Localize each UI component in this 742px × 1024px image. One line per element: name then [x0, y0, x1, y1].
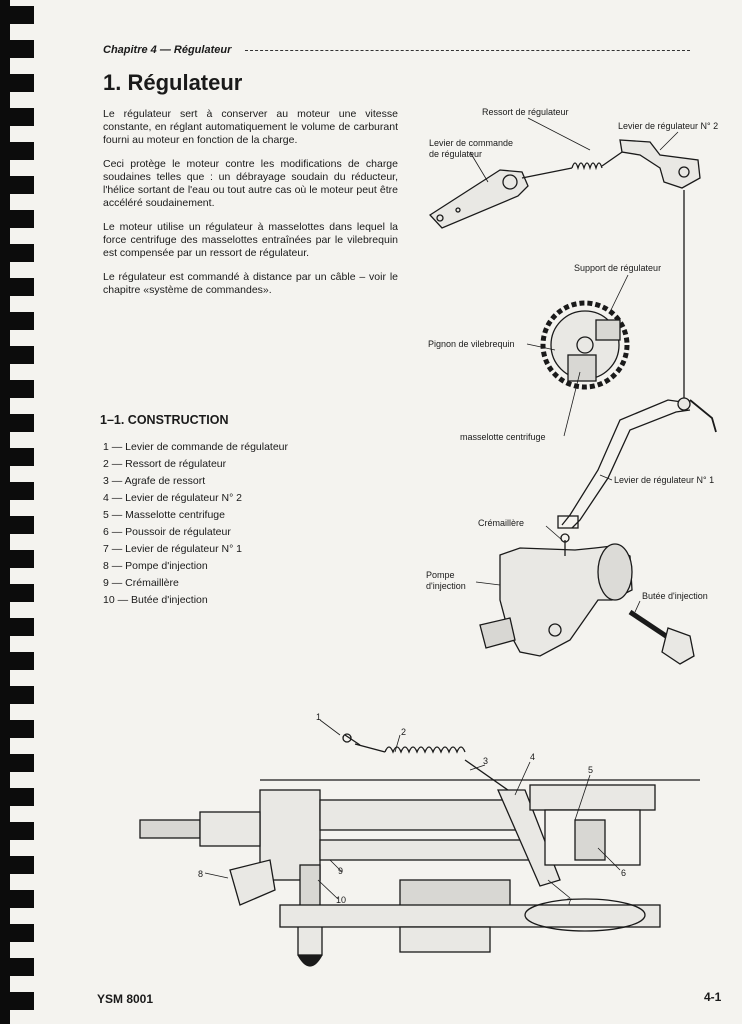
- label-centrifugal-weight: masselotte centrifuge: [460, 432, 546, 442]
- binding-hole: [10, 550, 34, 568]
- list-item: 3 — Agrafe de ressort: [103, 475, 206, 487]
- header-rule: [245, 50, 690, 51]
- binding-hole: [10, 924, 34, 942]
- footer-manual-code: YSM 8001: [97, 992, 154, 1006]
- binding-hole: [10, 176, 34, 194]
- callout-number: 6: [621, 868, 627, 878]
- section-title: 1–1. CONSTRUCTION: [100, 413, 229, 427]
- binding-hole: [10, 822, 34, 840]
- callout-number: 7: [567, 897, 573, 907]
- spiral-binding: [0, 0, 34, 1024]
- callout-number: 9: [338, 866, 344, 876]
- lever-no2-drawing: [619, 139, 701, 398]
- binding-hole: [10, 686, 34, 704]
- binding-hole: [10, 414, 34, 432]
- list-item: 10 — Butée d'injection: [103, 594, 208, 606]
- intro-text: Le régulateur sert à conserver au moteur…: [103, 108, 398, 308]
- binding-hole: [10, 278, 34, 296]
- label-control-lever: Levier de commande de régulateur: [429, 138, 514, 159]
- label-lever-no1: Levier de régulateur N° 1: [614, 475, 715, 485]
- binding-hole: [10, 74, 34, 92]
- list-item: 7 — Levier de régulateur N° 1: [103, 543, 243, 555]
- callout-number: 2: [401, 727, 407, 737]
- page-title: 1. Régulateur: [103, 70, 243, 95]
- label-injection-pump: Pompe d'injection: [426, 570, 466, 591]
- binding-hole: [10, 890, 34, 908]
- intro-paragraph: Le régulateur est commandé à distance pa…: [103, 271, 398, 296]
- label-rack: Crémaillère: [478, 518, 525, 528]
- intro-paragraph: Le régulateur sert à conserver au moteur…: [103, 108, 398, 146]
- list-item: 2 — Ressort de régulateur: [103, 458, 227, 470]
- list-item: 6 — Poussoir de régulateur: [103, 526, 231, 538]
- governor-spring-drawing: [571, 149, 626, 171]
- binding-hole: [10, 516, 34, 534]
- binding-hole: [10, 6, 34, 24]
- binding-hole: [10, 856, 34, 874]
- label-crankshaft-gear: Pignon de vilebrequin: [428, 339, 515, 349]
- label-injection-stop: Butée d'injection: [642, 591, 708, 601]
- chapter-heading: Chapitre 4 — Régulateur: [103, 44, 232, 56]
- injection-pump-drawing: [479, 533, 633, 657]
- binding-hole: [10, 584, 34, 602]
- lever-no1-drawing: [557, 397, 717, 529]
- binding-hole: [10, 142, 34, 160]
- crankshaft-gear-drawing: [540, 300, 630, 390]
- binding-hole: [10, 720, 34, 738]
- binding-hole: [10, 210, 34, 228]
- callout-number: 1: [316, 712, 322, 722]
- binding-hole: [10, 958, 34, 976]
- binding-hole: [10, 448, 34, 466]
- callout-number: 8: [198, 869, 204, 879]
- binding-hole: [10, 312, 34, 330]
- control-lever-drawing: [428, 167, 573, 229]
- binding-hole: [10, 652, 34, 670]
- callout-number: 5: [588, 765, 594, 775]
- list-item: 4 — Levier de régulateur N° 2: [103, 492, 243, 504]
- intro-paragraph: Le moteur utilise un régulateur à massel…: [103, 221, 398, 259]
- list-item: 8 — Pompe d'injection: [103, 560, 208, 572]
- binding-hole: [10, 992, 34, 1010]
- parts-list: 1 — Levier de commande de régulateur 2 —…: [103, 439, 288, 609]
- binding-hole: [10, 244, 34, 262]
- list-item: 9 — Crémaillère: [103, 577, 179, 589]
- list-item: 5 — Masselotte centrifuge: [103, 509, 225, 521]
- callout-number: 3: [483, 756, 489, 766]
- binding-hole: [10, 788, 34, 806]
- list-item: 1 — Levier de commande de régulateur: [103, 441, 289, 453]
- label-governor-support: Support de régulateur: [574, 263, 662, 273]
- label-lever-no2: Levier de régulateur N° 2: [618, 121, 719, 131]
- binding-hole: [10, 618, 34, 636]
- footer-page-number: 4-1: [704, 990, 722, 1004]
- binding-hole: [10, 380, 34, 398]
- injection-stop-drawing: [628, 609, 695, 665]
- intro-paragraph: Ceci protège le moteur contre les modifi…: [103, 158, 398, 209]
- callout-number: 4: [530, 752, 536, 762]
- binding-hole: [10, 346, 34, 364]
- binding-hole: [10, 754, 34, 772]
- binding-hole: [10, 40, 34, 58]
- label-governor-spring: Ressort de régulateur: [482, 107, 569, 117]
- binding-hole: [10, 108, 34, 126]
- binding-hole: [10, 482, 34, 500]
- sectional-drawing: [139, 719, 700, 967]
- callout-number: 10: [336, 895, 347, 905]
